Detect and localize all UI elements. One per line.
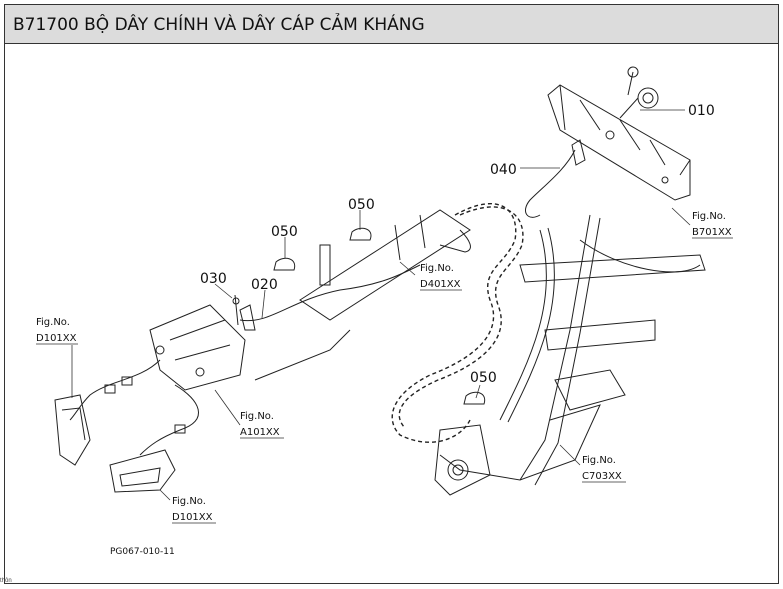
leader-lines [71, 109, 691, 501]
part-label-030: 030 [200, 271, 227, 287]
part-label-020: 020 [251, 277, 278, 293]
figref-underlines [36, 237, 733, 524]
part-label-040: 040 [490, 162, 517, 178]
cable-path-dashed [391, 203, 517, 443]
figref-d101-top-code: D101XX [36, 333, 77, 344]
figref-c703-code: C703XX [582, 471, 622, 482]
switch-bracket [149, 304, 246, 391]
wire-020 [239, 264, 421, 322]
harness-left [69, 359, 161, 421]
figref-d101-bottom-code: D101XX [172, 512, 213, 523]
harness-right [139, 384, 199, 456]
part-010-knob [619, 66, 659, 119]
figref-a101-code: A101XX [240, 427, 280, 438]
figref-c703-label: Fig.No. [582, 455, 616, 466]
page-title: B71700 BỘ DÂY CHÍNH VÀ DÂY CÁP CẢM KHÁNG [13, 15, 425, 35]
part-label-010: 010 [688, 103, 715, 119]
chassis-frame [434, 214, 706, 496]
part-label-050-a: 050 [348, 197, 375, 213]
title-bar: B71700 BỘ DÂY CHÍNH VÀ DÂY CÁP CẢM KHÁNG [5, 5, 778, 44]
wire-lead [254, 329, 351, 381]
figref-d101-top-label: Fig.No. [36, 317, 70, 328]
figref-d401-code: D401XX [420, 279, 461, 290]
clip-050-c [463, 391, 486, 405]
part-label-050-b: 050 [271, 224, 298, 240]
column-bracket [547, 84, 691, 201]
lamp-bottom [109, 449, 176, 493]
pedal-arm [299, 209, 471, 321]
part-label-050-c: 050 [470, 370, 497, 386]
figref-b701-code: B701XX [692, 227, 732, 238]
lamp-left [54, 394, 91, 466]
diagram-frame: B71700 BỘ DÂY CHÍNH VÀ DÂY CÁP CẢM KHÁNG [4, 4, 779, 584]
clip-050-a [349, 227, 372, 241]
figref-b701-label: Fig.No. [692, 211, 726, 222]
cable-path-dashed-2 [398, 206, 524, 429]
footer-text: thôn [0, 578, 12, 584]
figref-a101-label: Fig.No. [240, 411, 274, 422]
figref-d401-label: Fig.No. [420, 263, 454, 274]
figure-code: PG067-010-11 [110, 547, 175, 557]
clip-050-b [273, 257, 296, 271]
part-040-cable [525, 149, 576, 218]
figref-d101-bottom-label: Fig.No. [172, 496, 206, 507]
